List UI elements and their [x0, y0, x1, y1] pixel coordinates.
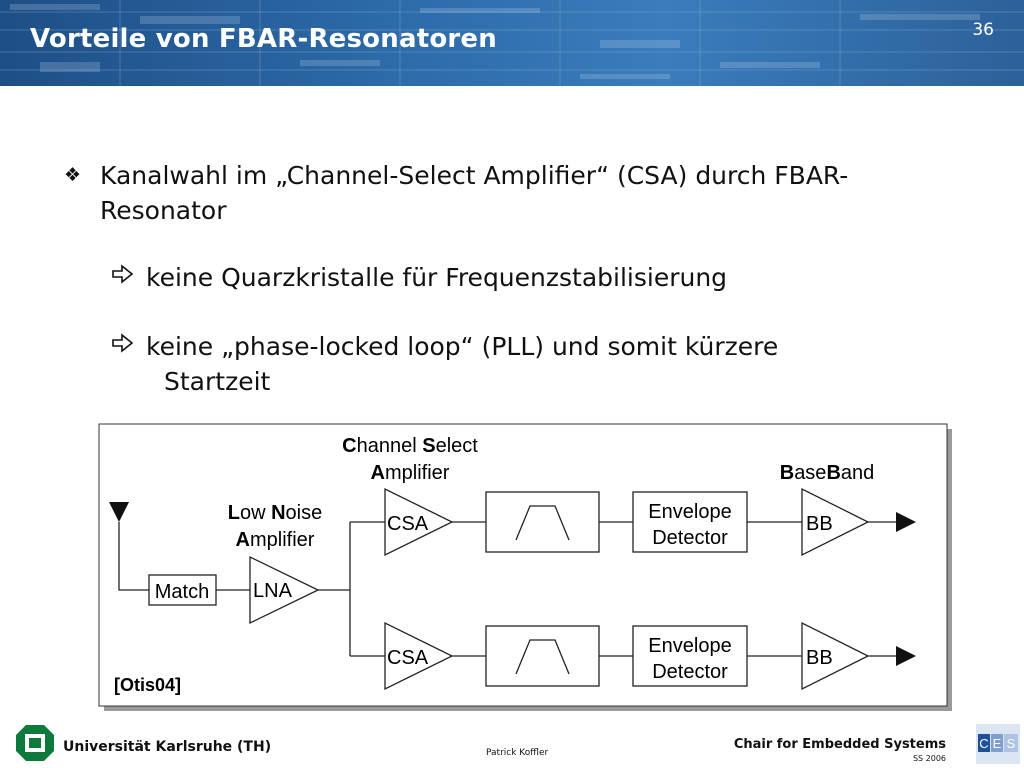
lna-title-line1: Low Noise — [228, 502, 323, 524]
chair-name: Chair for Embedded Systems — [733, 737, 946, 752]
ces-logo: C E S — [976, 724, 1020, 764]
slide-header: Vorteile von FBAR-Resonatoren 36 — [0, 0, 1024, 86]
ces-letter-e: E — [993, 736, 1002, 751]
envelope-top-line1: Envelope — [648, 501, 731, 523]
author-name: Patrick Koffler — [486, 748, 549, 758]
baseband-title: BaseBand — [780, 462, 875, 484]
baseband-amplifier-bottom — [801, 621, 870, 691]
bandpass-icon — [515, 639, 570, 675]
bb-top-label: BB — [806, 513, 833, 535]
slide-title: Vorteile von FBAR-Resonatoren — [30, 24, 497, 54]
main-bullet-line2: Resonator — [100, 196, 227, 225]
university-name: Universität Karlsruhe (TH) — [63, 739, 272, 755]
envelope-bottom-line2: Detector — [652, 661, 728, 683]
envelope-bottom-line1: Envelope — [648, 635, 731, 657]
bandpass-filter-top — [485, 491, 600, 553]
csa-title-line1: Channel Select — [342, 435, 478, 457]
csa-amplifier-bottom — [384, 621, 454, 691]
sub-bullet-2-line2: Startzeit — [164, 367, 271, 396]
arrow-right-icon — [112, 264, 134, 284]
sub-bullet-2-line1: keine „phase-locked loop“ (PLL) und somi… — [146, 332, 779, 361]
circuit-texture — [0, 0, 1024, 86]
ces-letter-c: C — [979, 736, 988, 751]
university-logo — [16, 725, 54, 761]
envelope-top-line2: Detector — [652, 527, 728, 549]
main-bullet-text: Kanalwahl im „Channel-Select Amplifier“ … — [100, 158, 980, 228]
envelope-detector-top — [632, 491, 748, 553]
match-label: Match — [155, 581, 209, 603]
bb-bottom-label: BB — [806, 647, 833, 669]
semester: SS 2006 — [912, 754, 946, 763]
antenna-icon — [109, 502, 129, 522]
match-block — [148, 574, 217, 606]
main-bullet-line1: Kanalwahl im „Channel-Select Amplifier“ … — [100, 161, 849, 190]
csa-top-label: CSA — [387, 513, 429, 535]
lna-label: LNA — [253, 580, 293, 602]
csa-amplifier-top — [384, 487, 454, 557]
output-arrow-bottom-icon — [896, 646, 916, 666]
csa-title-line2: Amplifier — [371, 462, 450, 484]
page-number: 36 — [972, 20, 994, 40]
envelope-detector-bottom — [632, 625, 748, 687]
output-arrow-top-icon — [896, 512, 916, 532]
ces-letter-s: S — [1007, 736, 1016, 751]
diamond-bullet-icon: ❖ — [64, 164, 82, 186]
csa-bottom-label: CSA — [387, 647, 429, 669]
sub-bullet-1-text: keine Quarzkristalle für Frequenzstabili… — [146, 263, 728, 292]
baseband-amplifier-top — [801, 487, 870, 557]
arrow-right-icon — [112, 333, 134, 353]
bandpass-filter-bottom — [485, 625, 600, 687]
lna-amplifier — [249, 555, 320, 625]
bandpass-icon — [515, 505, 570, 541]
lna-title-line2: Amplifier — [236, 529, 315, 551]
citation: [Otis04] — [114, 675, 181, 695]
